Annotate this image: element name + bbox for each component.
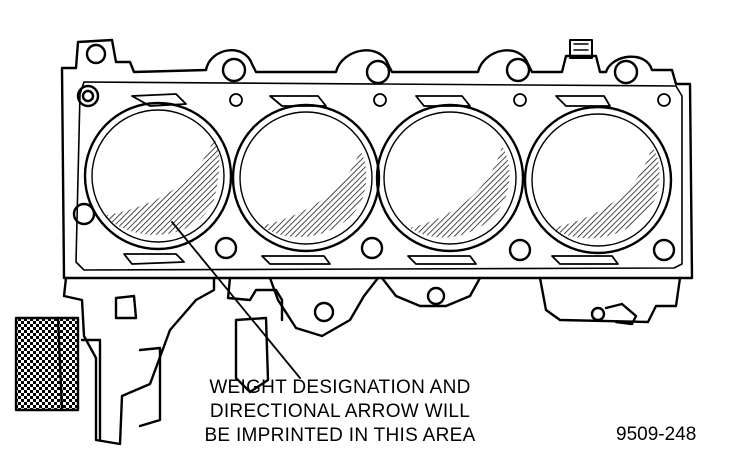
callout-leader-line — [171, 221, 301, 379]
callout-line-1: WEIGHT DESIGNATION AND — [209, 377, 471, 398]
water-jacket-holes-lower — [123, 253, 619, 265]
gasket-outer-border — [75, 81, 683, 271]
top-dowel-boss — [569, 39, 593, 59]
cylinder-bore-3 — [375, 103, 525, 253]
weight-designation-callout: WEIGHT DESIGNATION AND DIRECTIONAL ARROW… — [140, 376, 540, 448]
crankshaft-sprocket — [14, 316, 80, 412]
figure-id-label: 9509-248 — [616, 424, 697, 445]
cylinder-bore-4 — [523, 105, 673, 255]
callout-line-2: DIRECTIONAL ARROW WILL — [209, 401, 471, 422]
water-jacket-holes-upper — [131, 93, 671, 107]
cylinder-bore-2 — [231, 103, 381, 253]
block-deck-outline — [60, 38, 694, 280]
cylinder-bore-1 — [83, 101, 233, 251]
block-lower-skirt — [62, 276, 682, 446]
callout-line-3: BE IMPRINTED IN THIS AREA — [204, 425, 476, 446]
head-bolt-holes-upper — [76, 43, 639, 108]
head-bolt-holes-lower — [72, 202, 676, 262]
